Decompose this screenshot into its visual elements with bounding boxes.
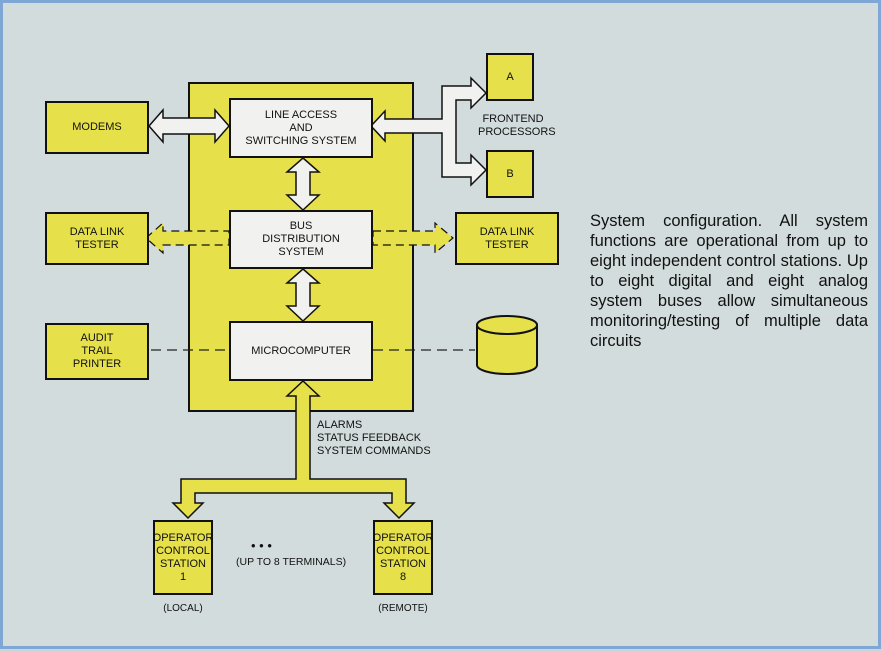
modems-box: MODEMS [45, 101, 149, 154]
data-link-tester-left-box: DATA LINK TESTER [45, 212, 149, 265]
frontend-processor-a-box: A [486, 53, 534, 101]
terminals-label: (UP TO 8 TERMINALS) [236, 556, 347, 568]
line-access-label: LINE ACCESS AND SWITCHING SYSTEM [245, 108, 357, 147]
bus-distribution-box: BUS DISTRIBUTION SYSTEM [229, 210, 373, 269]
modems-label: MODEMS [72, 121, 122, 133]
remote-label: (REMOTE) [378, 603, 428, 614]
ellipsis-dots: • • • [251, 538, 272, 553]
operator-bus-arrow [171, 379, 416, 520]
data-link-tester-left-label: DATA LINK TESTER [69, 225, 125, 251]
station-8-label: OPERATOR CONTROL STATION 8 [372, 531, 434, 583]
figure-caption: System configuration. All system functio… [590, 212, 868, 350]
processor-a-label: A [506, 70, 514, 83]
frontend-processor-b-box: B [486, 150, 534, 198]
audit-trail-printer-box: AUDIT TRAIL PRINTER [45, 323, 149, 380]
processor-b-label: B [506, 167, 514, 180]
frontend-processors-label: FRONTEND PROCESSORS [478, 113, 556, 138]
audit-trail-printer-label: AUDIT TRAIL PRINTER [72, 332, 122, 370]
data-link-tester-right-label: DATA LINK TESTER [479, 225, 535, 251]
operator-station-8-box: OPERATOR CONTROL STATION 8 [373, 520, 433, 595]
line-access-switching-box: LINE ACCESS AND SWITCHING SYSTEM [229, 98, 373, 158]
left-data-link-arrow [145, 221, 230, 255]
disc-icon [476, 315, 538, 375]
signals-label: ALARMS STATUS FEEDBACK SYSTEM COMMANDS [317, 419, 431, 457]
data-link-tester-right-box: DATA LINK TESTER [455, 212, 559, 265]
frontend-processors-arrow [369, 76, 488, 187]
microcomputer-label: MICROCOMPUTER [251, 344, 351, 357]
local-label: (LOCAL) [163, 603, 203, 614]
station-1-label: OPERATOR CONTROL STATION 1 [152, 531, 214, 583]
microcomputer-box: MICROCOMPUTER [229, 321, 373, 381]
right-data-link-arrow [372, 221, 454, 255]
bus-distribution-label: BUS DISTRIBUTION SYSTEM [262, 220, 340, 258]
operator-station-1-box: OPERATOR CONTROL STATION 1 [153, 520, 213, 595]
